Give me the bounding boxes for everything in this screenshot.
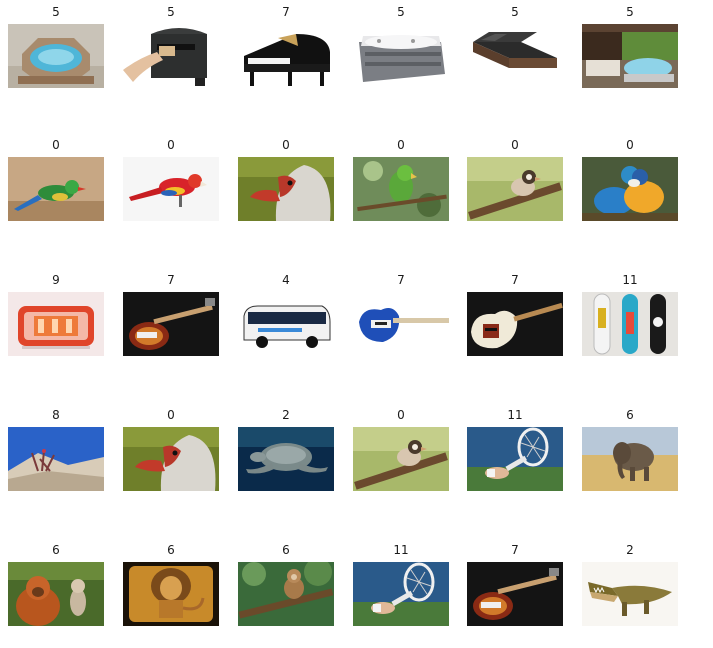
grand-piano-icon [238, 24, 334, 88]
bass-guitar-icon [467, 562, 563, 626]
cell-label: 7 [511, 543, 519, 557]
cell-label: 7 [282, 5, 290, 19]
cell-label: 6 [52, 543, 60, 557]
cell-label: 0 [626, 138, 634, 152]
cell-label: 11 [393, 543, 409, 557]
cell-label: 0 [397, 138, 405, 152]
cell-label: 5 [626, 5, 634, 19]
lion-icon [123, 562, 219, 626]
cell-label: 2 [282, 408, 290, 422]
turtle-icon [238, 427, 334, 491]
tennis-racket-icon [353, 562, 449, 626]
cell-label: 0 [52, 138, 60, 152]
orangutan-icon [8, 562, 104, 626]
cell-label: 5 [52, 5, 60, 19]
tennis-racket-icon [467, 427, 563, 491]
cell-label: 5 [167, 5, 175, 19]
cell-label: 2 [626, 543, 634, 557]
cell-label: 9 [52, 273, 60, 287]
cell-label: 8 [52, 408, 60, 422]
electric-guitar-icon [467, 292, 563, 356]
bus-icon [238, 292, 334, 356]
hot-tub-icon [8, 24, 104, 88]
cell-label: 5 [511, 5, 519, 19]
bed-icon [467, 24, 563, 88]
macaw-icon [123, 157, 219, 221]
bass-guitar-icon [123, 292, 219, 356]
elephant-icon [582, 427, 678, 491]
finch-icon [467, 157, 563, 221]
cell-label: 6 [626, 408, 634, 422]
cell-label: 4 [282, 273, 290, 287]
cell-label: 5 [397, 5, 405, 19]
duck-head-icon [123, 427, 219, 491]
cell-label: 0 [167, 408, 175, 422]
cell-label: 7 [397, 273, 405, 287]
cell-label: 0 [511, 138, 519, 152]
alarm-clock-icon [8, 292, 104, 356]
crocodile-icon [582, 562, 678, 626]
cell-label: 7 [511, 273, 519, 287]
cell-label: 0 [167, 138, 175, 152]
cell-label: 6 [167, 543, 175, 557]
finch-icon [353, 427, 449, 491]
mountain-icon [8, 427, 104, 491]
monkey-icon [238, 562, 334, 626]
macaw-pair-icon [582, 157, 678, 221]
cell-label: 0 [282, 138, 290, 152]
mailbox-icon [123, 24, 219, 88]
cell-label: 0 [397, 408, 405, 422]
parrot-icon [8, 157, 104, 221]
cell-label: 11 [622, 273, 638, 287]
green-parrot-icon [353, 157, 449, 221]
cell-label: 11 [507, 408, 523, 422]
electric-guitar-icon [353, 292, 449, 356]
patio-hot-tub-icon [582, 24, 678, 88]
cell-label: 6 [282, 543, 290, 557]
duck-head-icon [238, 157, 334, 221]
cell-label: 7 [167, 273, 175, 287]
skateboards-icon [582, 292, 678, 356]
hot-tub-icon [353, 24, 449, 88]
